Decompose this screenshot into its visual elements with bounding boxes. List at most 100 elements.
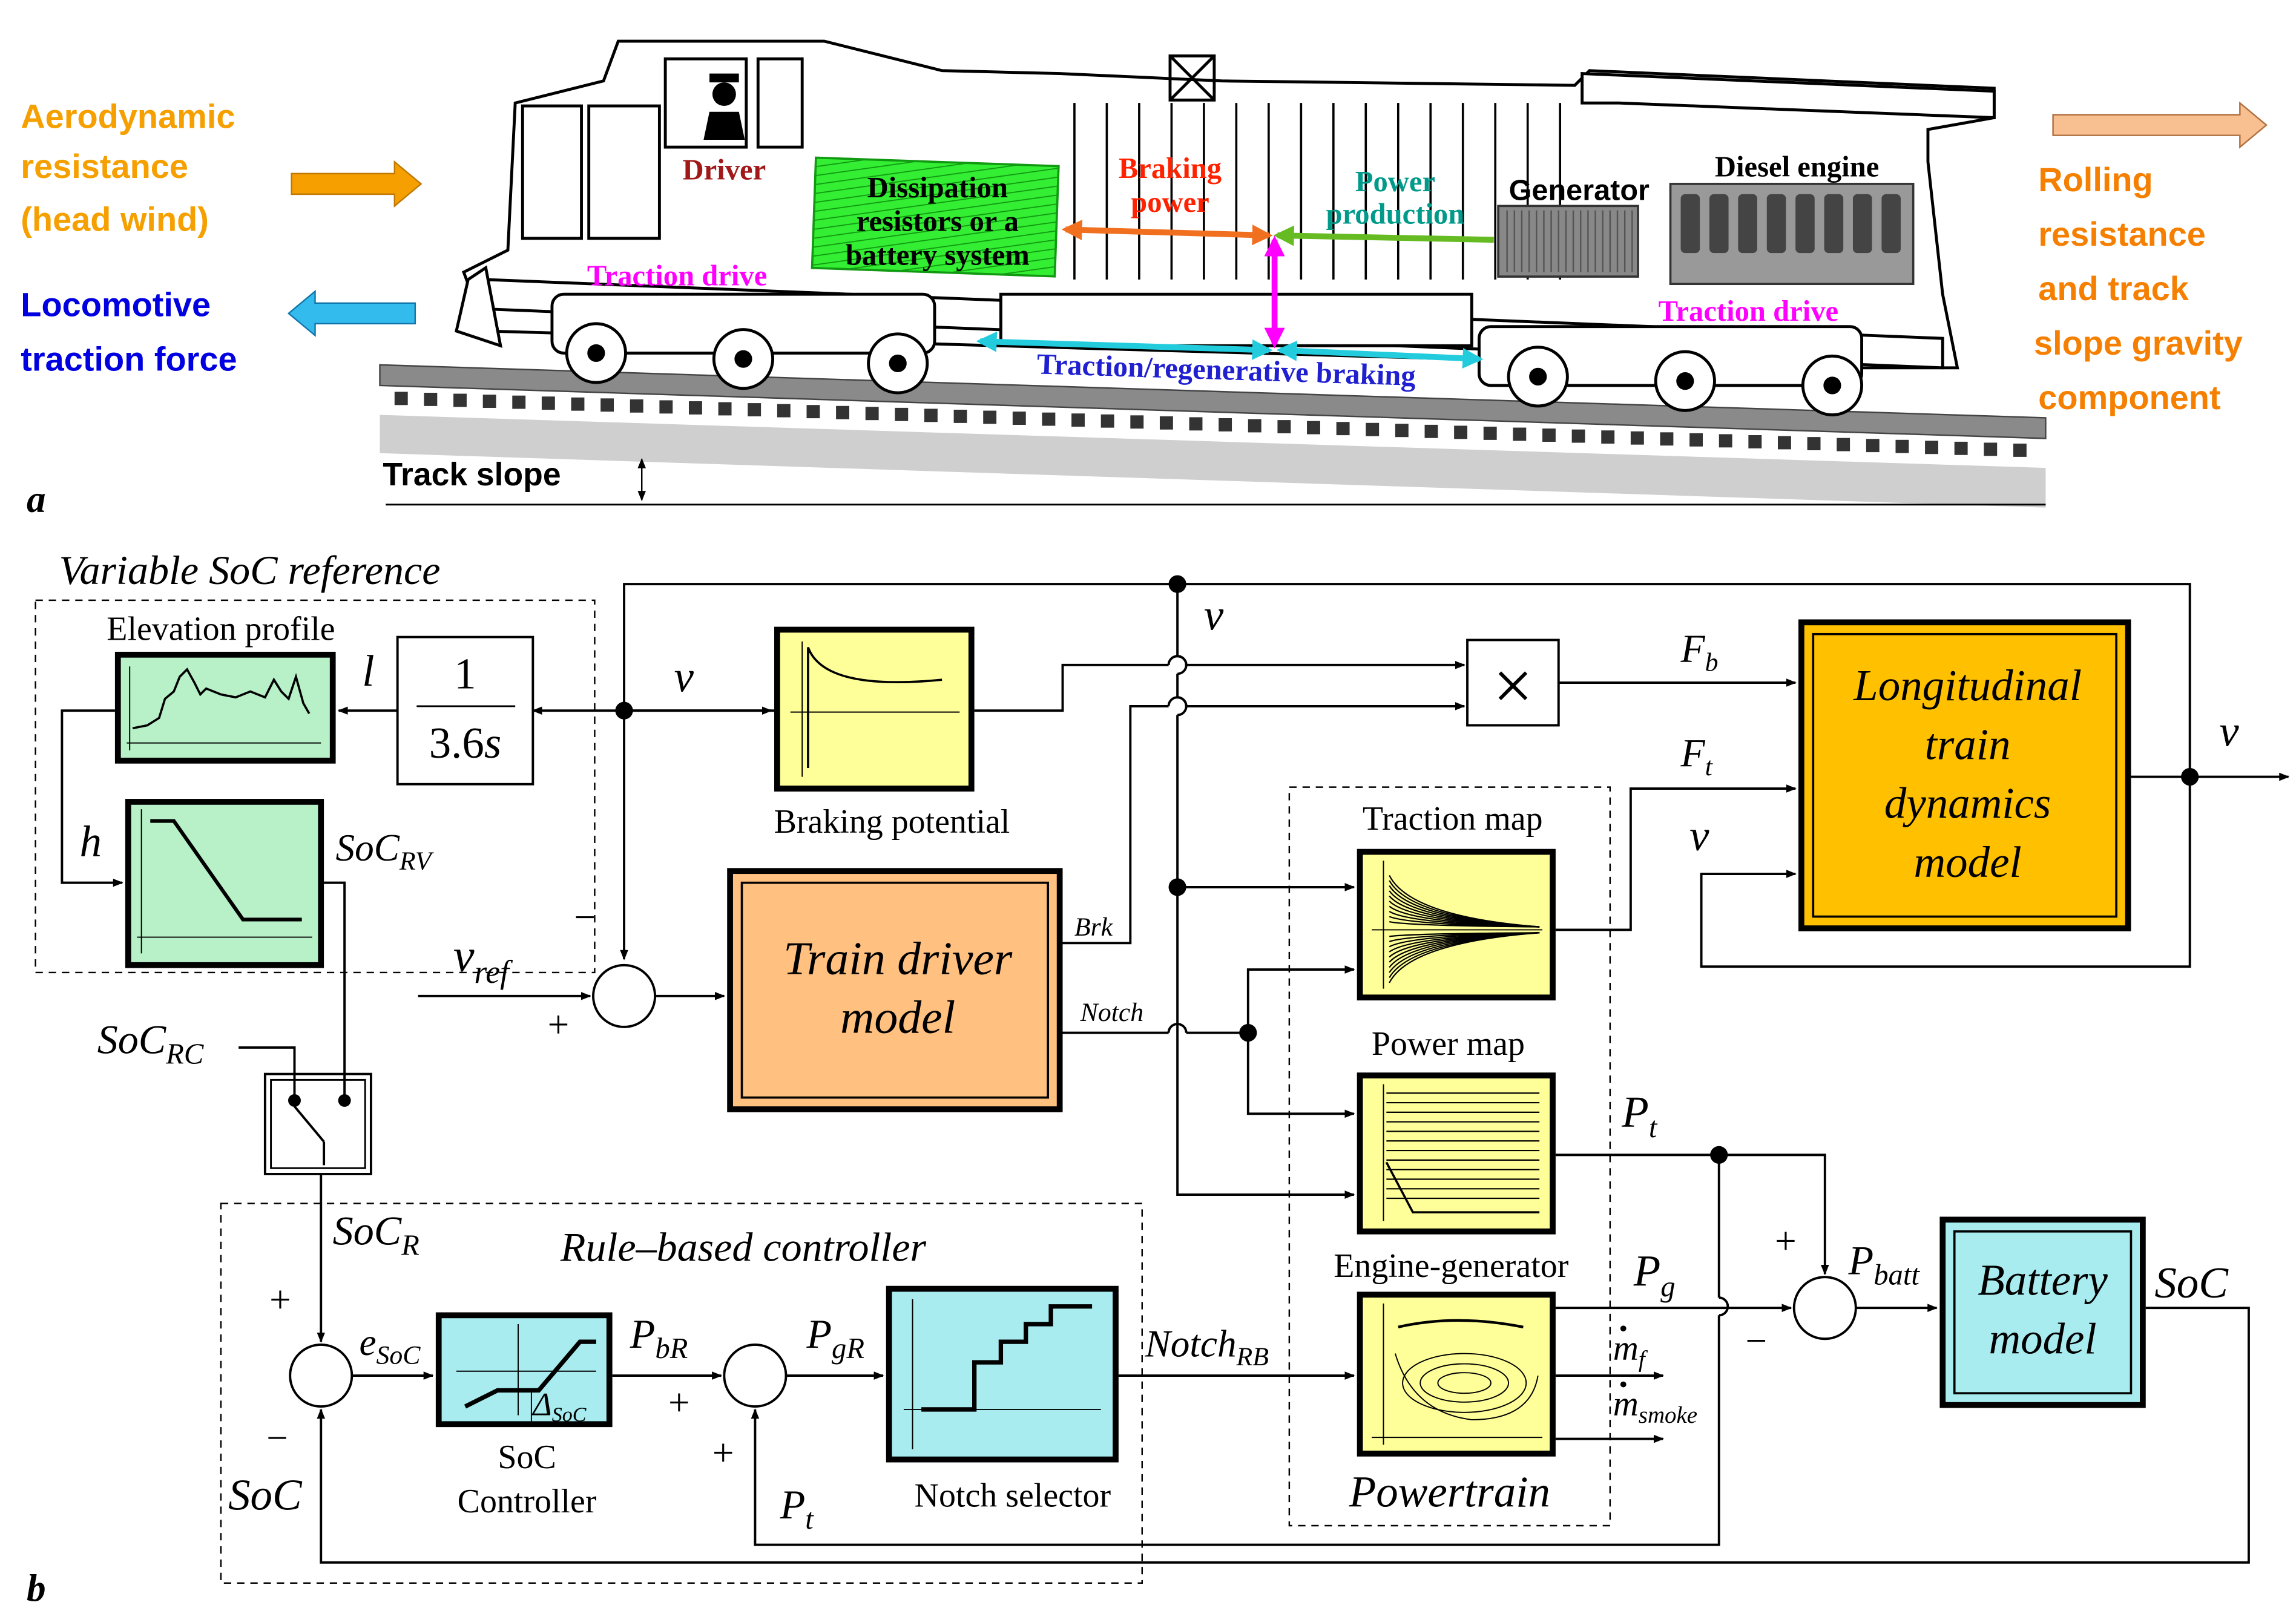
times-symbol: × xyxy=(1493,647,1533,725)
soc-ctrl-label-1: SoC xyxy=(498,1439,556,1476)
sleeper xyxy=(895,407,909,421)
generator-label: Generator xyxy=(1509,174,1650,207)
long-label-1: Longitudinal xyxy=(1853,661,2082,710)
pgr-plus-bottom: + xyxy=(712,1431,734,1474)
driver-label: Driver xyxy=(683,154,766,186)
sleeper xyxy=(512,395,526,409)
sleeper xyxy=(1748,435,1762,448)
sleeper xyxy=(806,405,820,419)
soc-out-label: SoC xyxy=(2154,1258,2229,1307)
sleeper xyxy=(1248,419,1261,433)
sleeper xyxy=(1895,439,1909,453)
soc-profile-block xyxy=(125,799,324,968)
sleeper xyxy=(1483,427,1497,440)
loco-label-2: traction force xyxy=(21,340,237,378)
v-label-right: v xyxy=(2219,707,2239,756)
engine-generator-block xyxy=(1357,1291,1556,1457)
pbatt-label: Pbatt xyxy=(1848,1237,1921,1291)
vref-plus: + xyxy=(548,1003,570,1046)
panel-b-text: Variable SoC reference Elevation profile… xyxy=(27,547,2239,1609)
aero-label-3: (head wind) xyxy=(21,200,209,238)
sleeper xyxy=(659,400,673,414)
rolling-label-1: Rolling xyxy=(2038,160,2153,199)
traction-curve xyxy=(1389,920,1540,928)
sleeper xyxy=(1513,427,1527,441)
driver-icon xyxy=(703,73,745,140)
rolling-label-4: slope gravity xyxy=(2034,324,2243,362)
esoc-plus: + xyxy=(269,1278,291,1321)
sleeper xyxy=(983,410,997,424)
rolling-label-3: and track xyxy=(2038,269,2189,307)
dissipation-label-1: Dissipation xyxy=(867,171,1008,204)
sleeper xyxy=(482,395,496,408)
sleeper xyxy=(1100,414,1114,428)
powertrain-group xyxy=(1288,786,1611,1527)
sleeper xyxy=(924,408,938,422)
diesel-engine-label: Diesel engine xyxy=(1715,151,1879,183)
panel-a-label: a xyxy=(27,478,46,520)
traction-map-block xyxy=(1357,848,1556,1001)
pbatt-plus: + xyxy=(1775,1219,1797,1262)
v-label-feedback: v xyxy=(1689,811,1709,860)
pgr-plus-top: + xyxy=(668,1382,690,1424)
brk-label: Brk xyxy=(1074,913,1114,942)
notch-selector-block xyxy=(886,1285,1119,1463)
traction-drive-right-label: Traction drive xyxy=(1659,295,1838,327)
sleeper xyxy=(453,393,467,407)
v-label-top: v xyxy=(1204,590,1224,639)
vref-label: vref xyxy=(453,929,513,989)
soc-rv-label: SoCRV xyxy=(336,827,434,876)
fb-label: Fb xyxy=(1680,628,1719,677)
switch-block xyxy=(263,1072,372,1175)
driver-model-label-2: model xyxy=(840,991,955,1043)
ft-label: Ft xyxy=(1680,732,1714,782)
sleeper xyxy=(1660,432,1674,446)
soc-fb-label: SoC xyxy=(228,1470,303,1519)
variable-soc-title: Variable SoC reference xyxy=(59,547,441,593)
loco-label-1: Locomotive xyxy=(21,286,211,324)
train-driver-block xyxy=(727,868,1063,1112)
sleeper xyxy=(1219,418,1232,431)
engine-cylinder xyxy=(1795,194,1815,254)
panel-b xyxy=(35,575,2290,1584)
dissipation-label-2: resistors or a xyxy=(857,205,1019,238)
power-production-label-1: Power xyxy=(1355,165,1435,198)
sleeper xyxy=(689,401,702,415)
power-production-label-2: production xyxy=(1326,198,1465,231)
pbr-label: PbR xyxy=(630,1311,688,1365)
engine-cylinder xyxy=(1709,194,1729,254)
panel-a: Driver Dissipation resistors or a batter… xyxy=(21,39,2268,520)
h-label: h xyxy=(80,817,102,866)
elevation-profile-block xyxy=(114,651,336,764)
rolling-label-2: resistance xyxy=(2038,215,2206,253)
power-map-block xyxy=(1357,1072,1556,1235)
sleeper xyxy=(836,405,849,419)
variable-soc-group xyxy=(35,599,596,974)
locomotive xyxy=(455,39,1996,387)
sleeper xyxy=(1542,428,1556,442)
loco-arrow xyxy=(287,289,416,337)
sleeper xyxy=(1866,439,1880,453)
mf-label: mf xyxy=(1613,1328,1648,1372)
battery-block xyxy=(1939,1216,2146,1408)
sleeper xyxy=(394,392,408,405)
engine-cylinder xyxy=(1852,194,1872,254)
rule-controller-group xyxy=(220,1203,1143,1584)
sleeper xyxy=(1601,430,1615,444)
sum-pbatt xyxy=(1792,1276,1857,1340)
wheel-hub xyxy=(1676,372,1694,390)
wheels xyxy=(565,322,1863,416)
tf-num: 1 xyxy=(454,649,476,698)
mf-dot xyxy=(1620,1325,1627,1332)
sleeper xyxy=(1012,412,1026,425)
sleeper xyxy=(1424,424,1438,438)
engine-cylinder xyxy=(1881,194,1901,254)
notch-rb-label: NotchRB xyxy=(1145,1322,1269,1371)
msmoke-label: msmoke xyxy=(1613,1384,1697,1428)
sleeper xyxy=(718,402,732,416)
pt-label: Pt xyxy=(1621,1088,1658,1144)
braking-potential-block xyxy=(774,626,975,792)
pt-fb-label: Pt xyxy=(780,1481,815,1535)
dissipation-block xyxy=(811,156,1060,278)
l-label: l xyxy=(362,646,374,695)
